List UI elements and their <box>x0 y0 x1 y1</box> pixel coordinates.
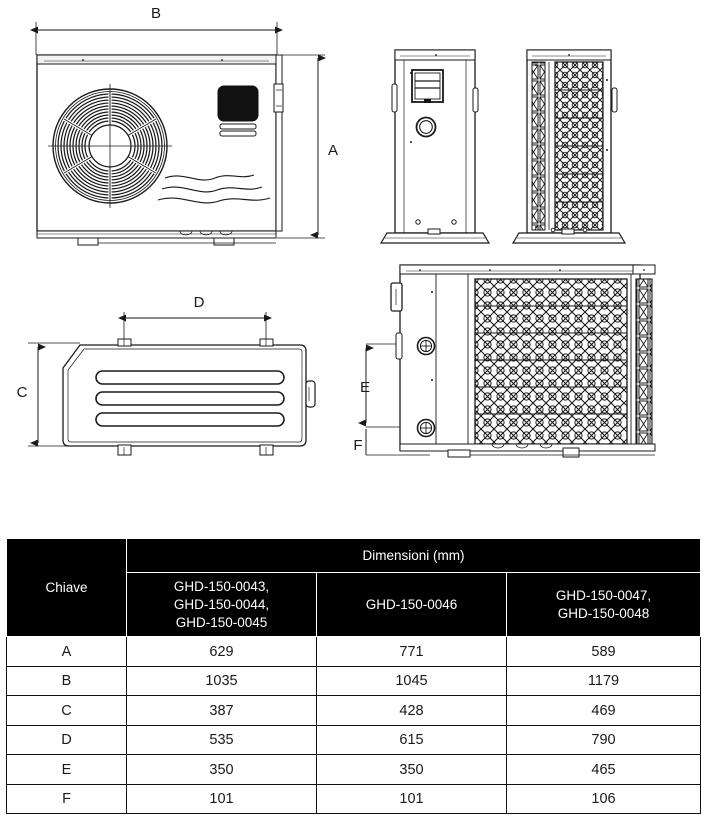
top-vent-slots <box>95 370 285 427</box>
water-outlet-port <box>416 418 436 438</box>
header-dimensioni: Dimensioni (mm) <box>125 538 702 573</box>
dimension-label-d: D <box>194 294 205 311</box>
water-inlet-port <box>416 336 436 356</box>
airflow-lines <box>157 174 271 204</box>
table-head: Chiave Dimensioni (mm) GHD-150-0043, GHD… <box>6 537 702 638</box>
row-key: F <box>6 783 127 815</box>
rear-foot-left <box>447 449 471 458</box>
header-chiave: Chiave <box>6 537 127 638</box>
table-row: F 101 101 106 <box>6 783 702 815</box>
table-header-row-models: GHD-150-0043, GHD-150-0044, GHD-150-0045… <box>7 571 702 638</box>
rear-view: E F <box>353 264 656 458</box>
dimension-label-f: F <box>353 437 362 454</box>
dimension-a: A <box>277 54 338 239</box>
table-header-row-top: Chiave Dimensioni (mm) <box>6 537 702 638</box>
technical-drawing-area: B A <box>17 5 656 458</box>
row-value: 771 <box>316 636 507 667</box>
rear-side-handle <box>390 282 403 312</box>
table-row: A 629 771 589 <box>6 636 702 667</box>
front-foot-right <box>213 237 235 246</box>
top-mounting-tabs <box>117 338 274 456</box>
row-value: 1035 <box>126 665 317 697</box>
dimension-label-e: E <box>360 379 370 396</box>
row-value: 1045 <box>316 665 507 697</box>
side-mesh-base <box>511 227 627 244</box>
row-value: 106 <box>505 783 702 815</box>
side-handle-right <box>472 87 479 113</box>
dimension-d: D <box>118 294 272 345</box>
top-view: D C <box>17 294 316 456</box>
dimensions-table-container: Chiave Dimensioni (mm) GHD-150-0043, GHD… <box>6 537 702 815</box>
drawing-canvas: B A <box>17 5 656 458</box>
table-body: A 629 771 589 B 1035 1045 1179 C 387 428… <box>6 636 702 815</box>
row-key: D <box>6 724 127 756</box>
row-value: 469 <box>505 695 702 726</box>
front-base <box>36 230 277 246</box>
dimension-label-a: A <box>328 142 338 159</box>
model-line: GHD-150-0048 <box>557 605 650 621</box>
header-model-group-1: GHD-150-0043, GHD-150-0044, GHD-150-0045 <box>126 571 317 638</box>
model-line: GHD-150-0043, <box>173 579 270 594</box>
row-value: 465 <box>505 754 702 785</box>
row-key: B <box>6 665 127 697</box>
side-handle-left <box>391 83 398 113</box>
display-panel <box>217 85 259 137</box>
dimension-label-b: B <box>151 5 161 22</box>
front-view: B A <box>30 5 338 246</box>
front-right-edge <box>275 54 283 232</box>
fan-grille <box>48 84 172 208</box>
water-port-side <box>415 116 437 138</box>
row-key: A <box>6 636 127 667</box>
row-value: 589 <box>505 636 702 667</box>
dimension-f: F <box>353 429 430 456</box>
row-key: C <box>6 695 127 726</box>
rear-foot-right <box>562 447 580 458</box>
model-line: GHD-150-0047, <box>555 587 652 603</box>
control-box <box>411 69 444 103</box>
row-value: 101 <box>316 783 507 815</box>
table-row: E 350 350 465 <box>6 754 702 785</box>
dimensions-table: Chiave Dimensioni (mm) GHD-150-0043, GHD… <box>6 537 702 815</box>
model-line: GHD-150-0045 <box>175 614 268 630</box>
top-side-handle <box>305 380 316 408</box>
rear-fin-strip <box>635 278 653 445</box>
row-value: 1179 <box>505 665 702 697</box>
dimension-b: B <box>30 5 283 55</box>
front-side-handle <box>273 83 284 113</box>
rear-base <box>399 443 656 458</box>
dimension-label-c: C <box>17 384 28 401</box>
row-value: 428 <box>316 695 507 726</box>
model-line: GHD-150-0046 <box>365 596 458 612</box>
front-top-cap <box>36 54 277 65</box>
front-foot-left <box>77 237 99 246</box>
row-value: 790 <box>505 724 702 756</box>
row-value: 101 <box>126 783 317 815</box>
row-key: E <box>6 754 127 785</box>
right-side-view <box>511 49 627 244</box>
table-row: D 535 615 790 <box>6 724 702 756</box>
left-side-view <box>379 49 491 244</box>
side-fin-strip <box>531 61 546 231</box>
header-model-group-2: GHD-150-0046 <box>316 571 507 638</box>
side-base <box>379 228 491 244</box>
row-value: 629 <box>126 636 317 667</box>
table-row: C 387 428 469 <box>6 695 702 726</box>
table-row: B 1035 1045 1179 <box>6 665 702 697</box>
row-value: 350 <box>316 754 507 785</box>
row-value: 615 <box>316 724 507 756</box>
header-model-group-3: GHD-150-0047, GHD-150-0048 <box>505 571 702 638</box>
row-value: 350 <box>126 754 317 785</box>
row-value: 535 <box>126 724 317 756</box>
rear-condenser-mesh <box>474 278 628 445</box>
row-value: 387 <box>126 695 317 726</box>
model-line: GHD-150-0044, <box>173 596 270 612</box>
side-mesh-handle <box>611 87 618 113</box>
